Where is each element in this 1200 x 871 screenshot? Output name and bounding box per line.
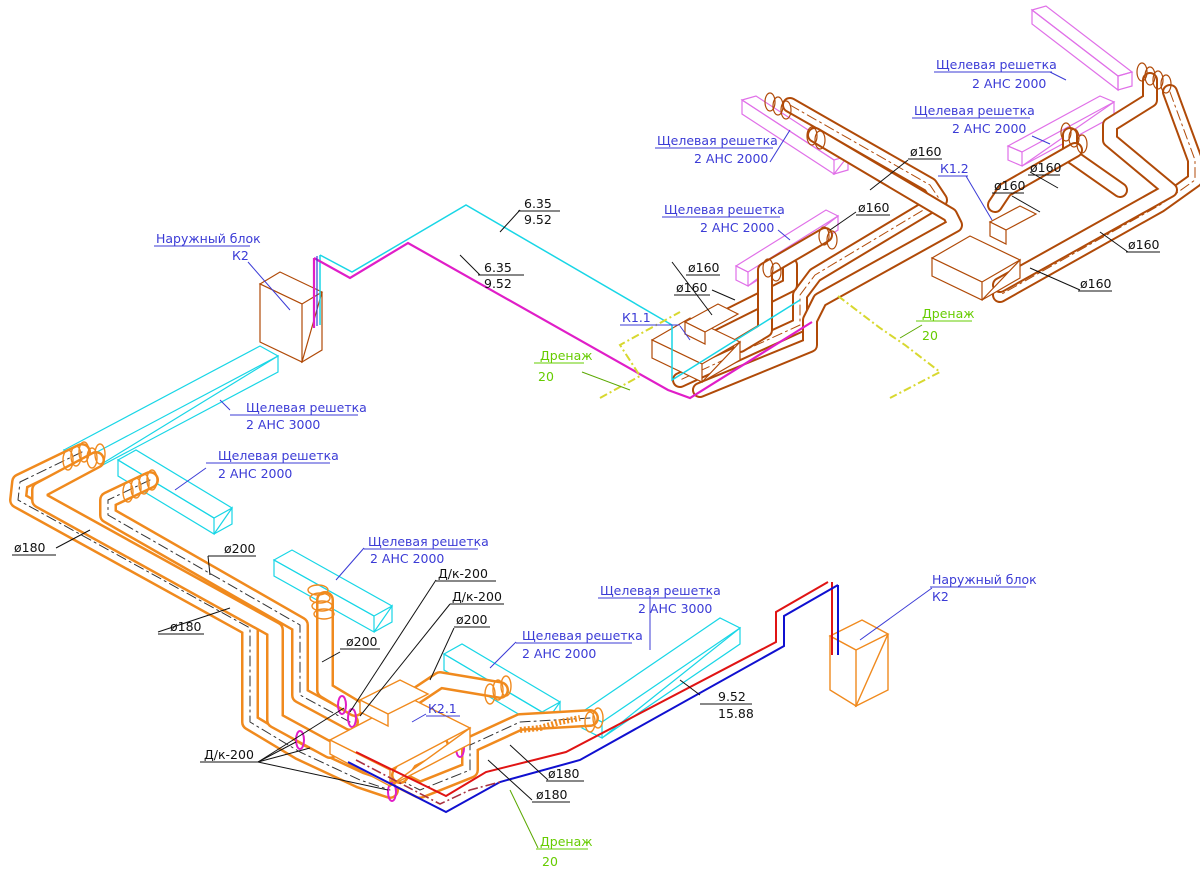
grille-top-2-spec: 2 АНС 2000 [952,121,1026,136]
d200-1: ø200 [224,541,256,556]
pipe-top-2-b: 9.52 [484,276,512,291]
grille-top-3-spec: 2 АНС 2000 [694,151,768,166]
damper-3: Д/к-200 [204,747,254,762]
drain-bottom [355,759,501,805]
damper-1: Д/к-200 [438,566,488,581]
grille-top-4-spec: 2 АНС 2000 [700,220,774,235]
outdoor-unit-top [258,271,324,364]
grille-bot-1-spec: 2 АНС 2000 [370,551,444,566]
unit-k11-body [650,303,742,383]
grille-top-1-title: Щелевая решетка [936,57,1057,72]
duct-top-main [672,72,1200,398]
pipe-top-2-a: 6.35 [484,260,512,275]
outdoor-unit-bottom [828,619,890,708]
grille-top-2-title: Щелевая решетка [914,103,1035,118]
flex-connectors-bottom [62,441,604,733]
grille-bot-2-title: Щелевая решетка [522,628,643,643]
drain-top-left-title: Дренаж [540,348,592,363]
grille-top-1 [1030,5,1134,92]
d160-2: ø160 [676,280,708,295]
d200-2: ø200 [346,634,378,649]
grille-bot-1-title: Щелевая решетка [368,534,489,549]
drain-bottom-size: 20 [542,854,558,869]
d160-6: ø160 [994,178,1026,193]
outdoor-top-id: К2 [232,248,249,263]
drain-bottom-title: Дренаж [540,834,592,849]
outdoor-bottom-title: Наружный блок [932,572,1037,587]
grille-left-2-title: Щелевая решетка [218,448,339,463]
d160-3: ø160 [858,200,890,215]
grille-bot-3-spec: 2 АНС 3000 [638,601,712,616]
grille-bot-1 [272,549,394,634]
damper-2: Д/к-200 [452,589,502,604]
unit-k11-label: К1.1 [622,310,651,325]
unit-k12-body [930,205,1038,301]
d160-8: ø160 [1080,276,1112,291]
grille-bot-3-title: Щелевая решетка [600,583,721,598]
drain-top-right-size: 20 [922,328,938,343]
refrigerant-pipes-top [312,204,813,400]
d160-7: ø160 [1128,237,1160,252]
d160-1: ø160 [688,260,720,275]
flex-connectors-top [762,62,1172,282]
drain-top [599,295,942,399]
pipe-bottom-a: 9.52 [718,689,746,704]
d180-4: ø180 [536,787,568,802]
pipe-bottom-b: 15.88 [718,706,754,721]
d180-2: ø180 [170,619,202,634]
unit-k21-label: К2.1 [428,701,457,716]
outdoor-bottom-id: К2 [932,589,949,604]
grille-top-1-spec: 2 АНС 2000 [972,76,1046,91]
d180-1: ø180 [14,540,46,555]
drain-top-left-size: 20 [538,369,554,384]
unit-k12-label: К1.2 [940,161,969,176]
pipe-top-1-b: 9.52 [524,212,552,227]
grille-left-2-spec: 2 АНС 2000 [218,466,292,481]
outdoor-top-title: Наружный блок [156,231,261,246]
grille-bot-2-spec: 2 АНС 2000 [522,646,596,661]
pipe-top-1-a: 6.35 [524,196,552,211]
duct-bottom [9,443,599,799]
grille-left-1-spec: 2 АНС 3000 [246,417,320,432]
leaders [55,71,1129,849]
grille-left-1-title: Щелевая решетка [246,400,367,415]
drain-top-right-title: Дренаж [922,306,974,321]
grille-top-3-title: Щелевая решетка [657,133,778,148]
grille-left-2 [116,449,234,536]
refrigerant-pipes-bottom [347,581,839,814]
d160-4: ø160 [910,144,942,159]
d180-3: ø180 [548,766,580,781]
d160-5: ø160 [1030,160,1062,175]
d200-3: ø200 [456,612,488,627]
grille-top-4-title: Щелевая решетка [664,202,785,217]
